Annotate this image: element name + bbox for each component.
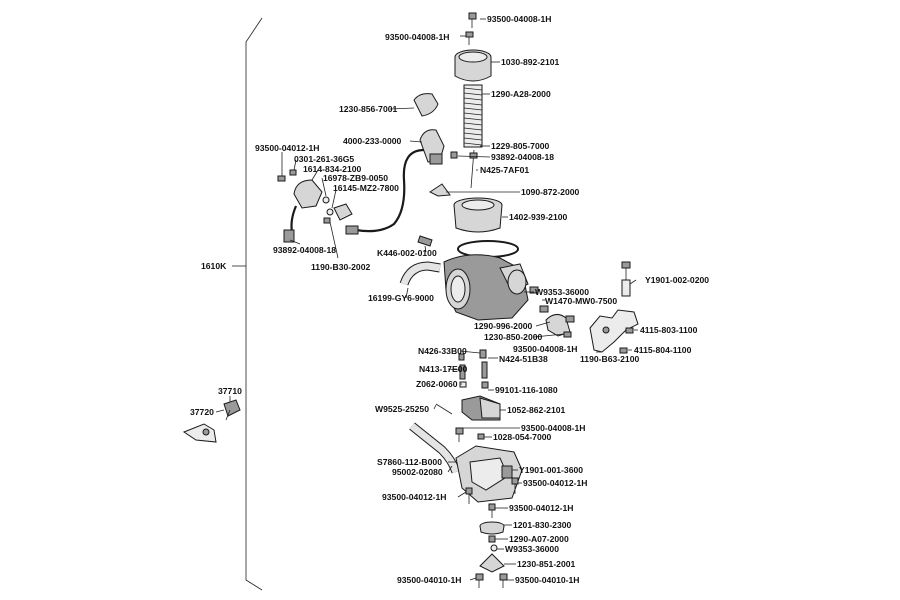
label-99101-116-1080: 99101-116-1080 bbox=[495, 385, 558, 395]
label-y1901-002-0200: Y1901-002-0200 bbox=[645, 275, 709, 285]
bracket-screws bbox=[619, 327, 634, 354]
label-1030-892-2101: 1030-892-2101 bbox=[501, 57, 560, 67]
jet-needle bbox=[469, 149, 478, 189]
throttle-spring bbox=[463, 84, 483, 148]
fuel-hose bbox=[399, 261, 441, 286]
bowl-screws bbox=[465, 477, 519, 518]
label-93500-04012-1h-b: 93500-04012-1H bbox=[382, 492, 447, 502]
label-w1470-mw0-7500: W1470-MW0-7500 bbox=[545, 296, 617, 306]
auto-choke bbox=[419, 129, 445, 165]
label-4000-233-0000: 4000-233-0000 bbox=[343, 136, 402, 146]
label-1230-856-7001: 1230-856-7001 bbox=[339, 104, 398, 114]
label-1290-996-2000: 1290-996-2000 bbox=[474, 321, 533, 331]
jet-needle-holder bbox=[458, 353, 467, 388]
label-w9353-36000-a: W9353-36000 bbox=[535, 287, 589, 297]
label-1190-b30-2002: 1190-B30-2002 bbox=[311, 262, 370, 272]
label-1230-851-2001: 1230-851-2001 bbox=[517, 559, 576, 569]
diaphragm-ring bbox=[457, 240, 519, 258]
label-93500-04010-1h-b: 93500-04010-1H bbox=[515, 575, 580, 585]
label-93500-04008-1h-mid: 93500-04008-1H bbox=[513, 344, 578, 354]
label-93500-04008-1h-low: 93500-04008-1H bbox=[521, 423, 586, 433]
label-1090-872-2000: 1090-872-2000 bbox=[521, 187, 580, 197]
label-16145-mz2-7800: 16145-MZ2-7800 bbox=[333, 183, 399, 193]
label-93500-04012-1h-a: 93500-04012-1H bbox=[523, 478, 588, 488]
label-93892-04008-18-bottom: 93892-04008-18 bbox=[273, 245, 336, 255]
label-16978-zb9-0050: 16978-ZB9-0050 bbox=[323, 173, 388, 183]
label-93500-04008-1h-left: 93500-04008-1H bbox=[385, 32, 450, 42]
label-1230-850-2000: 1230-850-2000 bbox=[484, 332, 543, 342]
label-1052-862-2101: 1052-862-2101 bbox=[507, 405, 566, 415]
main-jet-stack bbox=[479, 349, 489, 389]
carburetor-body bbox=[443, 254, 529, 321]
label-37720: 37720 bbox=[190, 407, 214, 417]
label-w9525-25250: W9525-25250 bbox=[375, 404, 429, 414]
label-s7860-112-b000: S7860-112-B000 bbox=[377, 457, 442, 467]
vent-fitting bbox=[417, 235, 433, 247]
label-w9353-36000-b: W9353-36000 bbox=[505, 544, 559, 554]
part-labels: 93500-04008-1H 93500-04008-1H 1030-892-2… bbox=[190, 14, 709, 585]
carburetor-top-cap bbox=[454, 49, 492, 82]
label-n426-33b00: N426-33B00 bbox=[418, 346, 467, 356]
throttle-sensor bbox=[283, 179, 323, 243]
label-1190-b63-2100: 1190-B63-2100 bbox=[580, 354, 639, 364]
label-1614-834-2100: 1614-834-2100 bbox=[303, 164, 362, 174]
label-1290-a28-2000: 1290-A28-2000 bbox=[491, 89, 551, 99]
choke-cover bbox=[413, 93, 439, 117]
label-16199-gy6-9000: 16199-GY6-9000 bbox=[368, 293, 434, 303]
throttle-bracket bbox=[589, 261, 639, 353]
label-1229-805-7000: 1229-805-7000 bbox=[491, 141, 550, 151]
assembly-bracket bbox=[232, 17, 263, 591]
leader-lines bbox=[215, 18, 638, 581]
label-93500-04012-1h-left: 93500-04012-1H bbox=[255, 143, 320, 153]
needle-clip bbox=[429, 183, 451, 197]
label-1402-939-2100: 1402-939-2100 bbox=[509, 212, 568, 222]
label-1201-830-2300: 1201-830-2300 bbox=[513, 520, 572, 530]
drain-hose bbox=[409, 422, 461, 474]
label-93500-04012-1h-c: 93500-04012-1H bbox=[509, 503, 574, 513]
accelerator-pump bbox=[479, 521, 505, 573]
side-plate bbox=[545, 314, 575, 338]
label-95002-02080: 95002-02080 bbox=[392, 467, 443, 477]
label-1290-a07-2000: 1290-A07-2000 bbox=[509, 534, 569, 544]
label-4115-804-1100: 4115-804-1100 bbox=[634, 345, 692, 355]
label-93500-04010-1h-a: 93500-04010-1H bbox=[397, 575, 462, 585]
label-93892-04008-18-top: 93892-04008-18 bbox=[491, 152, 554, 162]
label-0301-261-36g5: 0301-261-36G5 bbox=[294, 154, 354, 164]
label-y1901-001-3600: Y1901-001-3600 bbox=[519, 465, 583, 475]
heater-sensor bbox=[182, 399, 241, 443]
label-n413-17e00: N413-17E00 bbox=[419, 364, 467, 374]
top-screw bbox=[468, 12, 477, 28]
small-screw-top-left bbox=[465, 31, 474, 45]
body-side-screw bbox=[529, 286, 549, 313]
float-pin bbox=[435, 403, 453, 415]
label-93500-04008-1h-top: 93500-04008-1H bbox=[487, 14, 552, 24]
label-37710: 37710 bbox=[218, 386, 242, 396]
label-k446-002-0100: K446-002-0100 bbox=[377, 248, 437, 258]
bottom-screws bbox=[475, 573, 508, 588]
wire-connector bbox=[345, 225, 359, 235]
float-screws bbox=[455, 427, 485, 442]
label-4115-803-1100: 4115-803-1100 bbox=[640, 325, 698, 335]
label-n425-7af01: N425-7AF01 bbox=[480, 165, 529, 175]
sensor-small-parts bbox=[277, 169, 353, 224]
vacuum-slide bbox=[453, 197, 503, 233]
label-1028-054-7000: 1028-054-7000 bbox=[493, 432, 552, 442]
label-1610k: 1610K bbox=[201, 261, 227, 271]
label-n424-51b38: N424-51B38 bbox=[499, 354, 548, 364]
choke-wire bbox=[355, 148, 425, 233]
label-z062-0060: Z062-0060 bbox=[416, 379, 458, 389]
float-assembly bbox=[461, 395, 501, 421]
choke-screw bbox=[450, 151, 458, 159]
